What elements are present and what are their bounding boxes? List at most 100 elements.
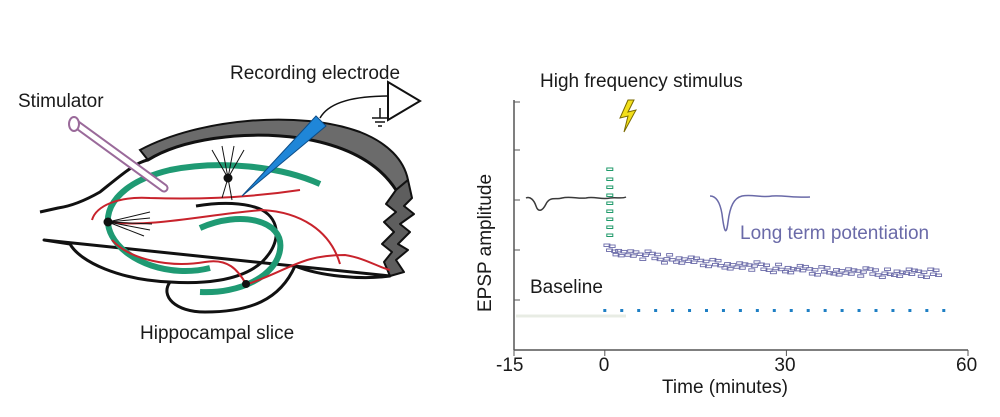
y-axis-label: EPSP amplitude xyxy=(475,173,496,312)
ltp-point xyxy=(823,266,831,270)
stimulus-label: High frequency stimulus xyxy=(540,71,743,92)
ltp-point xyxy=(748,268,756,272)
baseline-dot xyxy=(891,309,895,312)
ltp-point xyxy=(729,263,737,267)
x-axis-label: Time (minutes) xyxy=(662,377,788,398)
baseline-dot xyxy=(806,309,810,312)
stimulator-label: Stimulator xyxy=(18,91,104,112)
x-tick-label: -15 xyxy=(496,355,524,376)
ltp-point xyxy=(660,261,668,265)
x-tick-label: 30 xyxy=(774,355,796,376)
ltp-point xyxy=(617,253,625,258)
ltp-point xyxy=(769,270,777,275)
ltp-point xyxy=(753,260,761,264)
baseline-dot xyxy=(874,309,878,312)
ltp-point xyxy=(608,244,616,248)
baseline-dot xyxy=(603,309,607,312)
upper-grey-band xyxy=(138,118,410,192)
baseline-dot xyxy=(671,309,675,312)
baseline-label: Baseline xyxy=(530,277,603,298)
tetanus-mark xyxy=(606,185,614,189)
ltp-point xyxy=(835,273,843,277)
ltp-point xyxy=(680,257,688,261)
baseline-dot xyxy=(637,309,641,312)
baseline-dot xyxy=(840,309,844,312)
ltp-point xyxy=(654,252,661,257)
ltp-point xyxy=(611,249,619,253)
stimulator-electrode xyxy=(68,116,169,193)
tetanus-mark xyxy=(606,217,614,221)
ltp-point xyxy=(656,257,664,262)
baseline-dot xyxy=(620,309,624,312)
y-ticks xyxy=(514,101,520,301)
tetanus-mark xyxy=(606,233,614,237)
ltp-point xyxy=(777,267,785,272)
baseline-dot xyxy=(738,309,742,312)
ltp-point xyxy=(750,264,758,268)
baseline-dot xyxy=(925,309,929,312)
ltp-point xyxy=(644,249,652,253)
baseline-dot xyxy=(755,309,759,312)
ltp-epsp-trace xyxy=(709,194,811,232)
ltp-point xyxy=(799,268,807,273)
tetanus-mark xyxy=(606,209,614,213)
ltp-point xyxy=(632,250,640,254)
ltp-point xyxy=(639,257,647,261)
ltp-point xyxy=(705,264,713,269)
neuron-ca1 xyxy=(211,145,245,201)
tetanus-mark xyxy=(606,201,614,205)
ltp-point xyxy=(935,273,943,277)
ca-fiber-band xyxy=(104,162,322,274)
ltp-point xyxy=(666,253,674,257)
ltp-point xyxy=(847,272,855,276)
x-tick-label: 0 xyxy=(598,355,610,376)
baseline-dot xyxy=(942,309,946,312)
tetanus-mark xyxy=(606,225,614,229)
baseline-dot xyxy=(789,309,793,312)
hippocampal-slice-label: Hippocampal slice xyxy=(140,323,295,344)
ltp-point xyxy=(690,260,698,264)
baseline-epsp-trace xyxy=(525,196,627,211)
baseline-dot xyxy=(688,309,692,312)
ltp-point xyxy=(620,249,628,254)
ltp-plot xyxy=(513,99,969,356)
ltp-point xyxy=(787,270,795,275)
recording-electrode xyxy=(241,115,327,197)
baseline-dot xyxy=(857,309,861,312)
red-axon-1 xyxy=(91,189,301,221)
right-jagged-edge xyxy=(381,179,415,277)
ltp-point xyxy=(678,261,686,265)
ltp-point xyxy=(838,269,846,273)
ltp-point xyxy=(738,266,746,270)
ltp-point xyxy=(857,274,865,278)
neuron-dentate xyxy=(242,280,250,288)
baseline-dot xyxy=(823,309,827,312)
dentate-fiber-band xyxy=(198,216,284,296)
baseline-dot xyxy=(772,309,776,312)
ltp-point xyxy=(871,268,879,272)
red-axon-2 xyxy=(109,208,341,265)
tetanus-marks xyxy=(606,167,614,237)
ltp-point xyxy=(878,275,886,279)
baseline-dot xyxy=(908,309,912,312)
ltp-point xyxy=(726,267,734,271)
ltp-point xyxy=(629,254,637,258)
ltp-point xyxy=(884,267,892,271)
red-axon-4 xyxy=(111,239,247,285)
baseline-dot xyxy=(721,309,725,312)
lightning-icon xyxy=(619,99,637,133)
ltp-point xyxy=(874,273,882,277)
recording-electrode-label: Recording electrode xyxy=(230,63,401,84)
tetanus-mark xyxy=(606,193,614,197)
neuron-ca3 xyxy=(103,211,153,237)
ltp-point xyxy=(763,263,770,267)
ltp-points xyxy=(603,243,943,279)
baseline-dots xyxy=(603,309,946,312)
red-axon-3 xyxy=(244,253,391,286)
electrode-wire xyxy=(319,95,389,119)
x-ticks xyxy=(513,350,969,356)
ltp-point xyxy=(811,268,819,272)
tetanus-mark xyxy=(606,167,614,171)
ltp-point xyxy=(641,253,649,257)
